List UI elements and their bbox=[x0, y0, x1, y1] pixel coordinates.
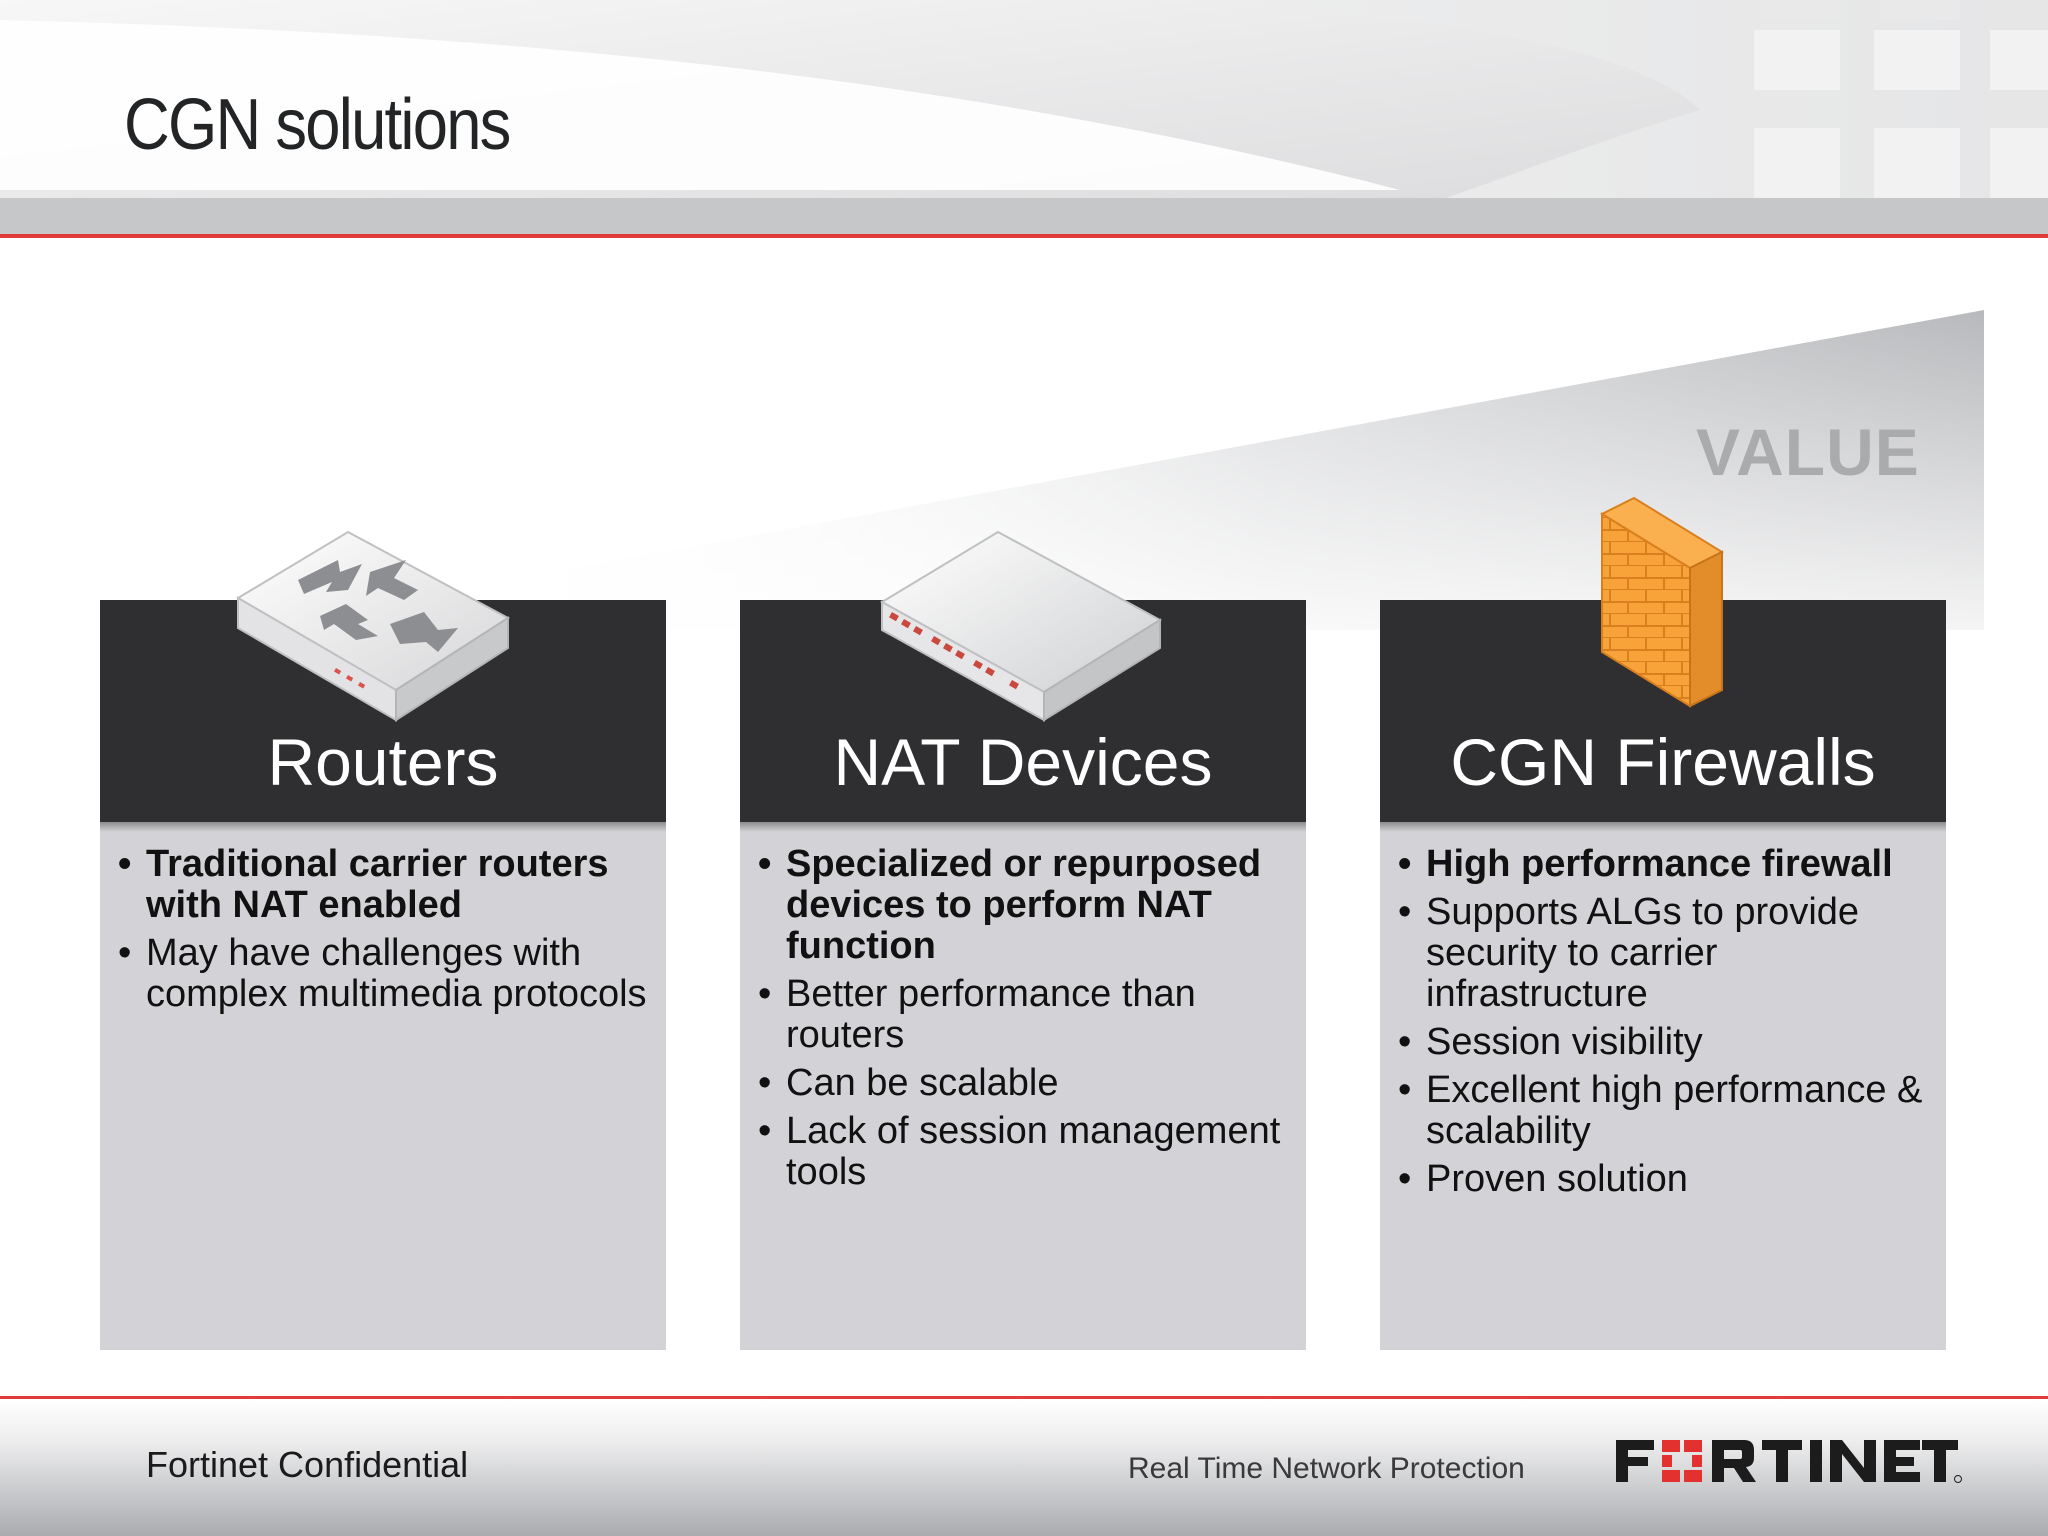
bullet-item: Session visibility bbox=[1398, 1022, 1938, 1064]
bullet-item: High performance firewall bbox=[1398, 844, 1938, 886]
header-background bbox=[0, 0, 2048, 240]
bullet-item: Proven solution bbox=[1398, 1159, 1938, 1201]
column-divider bbox=[740, 822, 1306, 832]
bullet-item: Supports ALGs to provide security to car… bbox=[1398, 892, 1938, 1015]
column-body: High performance firewall Supports ALGs … bbox=[1380, 822, 1946, 1350]
bullet-item: Can be scalable bbox=[758, 1063, 1298, 1105]
bullet-item: Excellent high performance & scalability bbox=[1398, 1070, 1938, 1152]
column-title: NAT Devices bbox=[833, 725, 1213, 799]
tagline: Real Time Network Protection bbox=[1128, 1452, 1525, 1485]
header-accent-line bbox=[0, 234, 2048, 238]
solution-column-cgn-firewalls: CGN Firewalls High performance firewall … bbox=[1380, 600, 1946, 1350]
bullet-list: High performance firewall Supports ALGs … bbox=[1398, 844, 1938, 1207]
bullet-list: Specialized or repurposed devices to per… bbox=[758, 844, 1298, 1200]
bullet-item: May have challenges with complex multime… bbox=[118, 933, 658, 1015]
column-divider bbox=[100, 822, 666, 832]
value-wedge bbox=[400, 310, 1984, 630]
column-title: CGN Firewalls bbox=[1450, 725, 1876, 799]
firewall-icon bbox=[1599, 496, 1725, 708]
footer-background bbox=[0, 1399, 2048, 1536]
nat-device-icon bbox=[880, 530, 1162, 722]
bullet-item: Lack of session management tools bbox=[758, 1111, 1298, 1193]
bullet-list: Traditional carrier routers with NAT ena… bbox=[118, 844, 658, 1022]
page-title: CGN solutions bbox=[124, 85, 511, 165]
bullet-item: Better performance than routers bbox=[758, 974, 1298, 1056]
bullet-item: Traditional carrier routers with NAT ena… bbox=[118, 844, 658, 926]
column-divider bbox=[1380, 822, 1946, 832]
column-body: Traditional carrier routers with NAT ena… bbox=[100, 822, 666, 1350]
footer-accent-line bbox=[0, 1396, 2048, 1399]
solution-column-routers: Routers Traditional carrier routers with… bbox=[100, 600, 666, 1350]
bullet-item: Specialized or repurposed devices to per… bbox=[758, 844, 1298, 967]
column-title: Routers bbox=[267, 725, 499, 799]
column-body: Specialized or repurposed devices to per… bbox=[740, 822, 1306, 1350]
value-label: VALUE bbox=[1696, 415, 1920, 489]
fortinet-logo bbox=[1616, 1440, 1962, 1483]
router-icon bbox=[236, 530, 510, 722]
confidential-label: Fortinet Confidential bbox=[146, 1444, 469, 1485]
